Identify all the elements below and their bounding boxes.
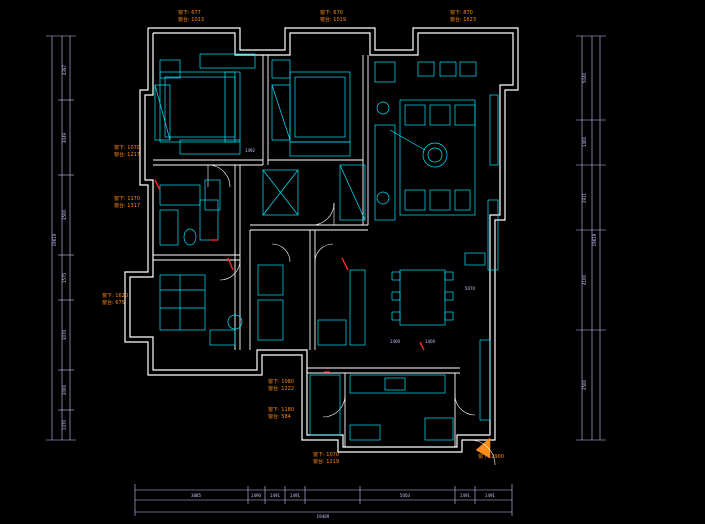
exterior-walls [124, 27, 519, 453]
dim-bottom-1: 3885 [191, 493, 202, 498]
window-annotations: 窗下: 677 窗台: 1013 窗下: 670 窗台: 1019 窗下: 87… [102, 9, 504, 465]
dim-left-6: 2000 [62, 384, 67, 395]
dim-bottom-4: 1491 [290, 493, 301, 498]
annotation-10-line1: 窗下: 2900 [478, 453, 504, 460]
annotation-1-line1: 窗下: 677 [178, 9, 201, 16]
annotation-5-line1: 窗下: 1170 [114, 195, 140, 202]
annotation-8-line2: 窗台: 584 [268, 413, 291, 420]
dim-bottom-5: 5003 [400, 493, 411, 498]
dim-left-1: 4397 [62, 64, 67, 75]
dim-left-3: 3500 [62, 209, 67, 220]
annotation-2-line1: 窗下: 670 [320, 9, 343, 16]
dim-inner-1: 1492 [245, 148, 256, 153]
dimension-lines [46, 35, 606, 516]
furniture [154, 53, 499, 441]
dim-right-3: 2911 [582, 192, 587, 203]
annotation-4-line2: 窗台: 1217 [114, 151, 140, 158]
entrance-marker [469, 437, 496, 466]
annotation-3-line1: 窗下: 870 [450, 9, 473, 16]
annotation-5-line2: 窗台: 1317 [114, 202, 140, 209]
dim-inner-4: 5070 [465, 286, 476, 291]
annotation-7-line2: 窗台: 1222 [268, 385, 294, 392]
dim-inner-3: 1400 [425, 339, 436, 344]
interior-walls [153, 55, 460, 447]
dim-right-5: 3500 [582, 379, 587, 390]
door-swings [207, 164, 476, 418]
dim-bottom-7: 1491 [485, 493, 496, 498]
dim-bottom-6: 1491 [460, 493, 471, 498]
annotation-9-line1: 窗下: 1070 [313, 451, 339, 458]
dim-right-total: 19619 [592, 233, 597, 246]
annotation-2-line2: 窗台: 1019 [320, 16, 346, 23]
dim-left-5: 3070 [62, 329, 67, 340]
annotation-9-line2: 窗台: 1219 [313, 458, 339, 465]
dim-right-2: 1400 [582, 136, 587, 147]
dim-bottom-3: 1491 [270, 493, 281, 498]
dimension-text: 3885 1490 1491 1491 5003 1491 1491 19489… [52, 64, 597, 519]
annotation-6-line1: 窗下: 1620 [102, 292, 128, 299]
annotation-1-line2: 窗台: 1013 [178, 16, 204, 23]
dim-right-4: 4100 [582, 274, 587, 285]
annotation-8-line1: 窗下: 1180 [268, 406, 294, 413]
red-accents [154, 179, 425, 373]
dim-left-7: 1470 [62, 419, 67, 430]
dim-bottom-total: 19489 [317, 514, 330, 519]
annotation-6-line2: 窗台: 675 [102, 299, 125, 306]
annotation-7-line1: 窗下: 1080 [268, 378, 294, 385]
annotation-4-line1: 窗下: 1070 [114, 144, 140, 151]
annotation-3-line2: 窗台: 1623 [450, 16, 476, 23]
dim-left-4: 1575 [62, 272, 67, 283]
dim-right-1: 5040 [582, 72, 587, 83]
dim-left-total: 19619 [52, 233, 57, 246]
dim-inner-2: 1400 [390, 339, 401, 344]
dim-bottom-2: 1490 [251, 493, 262, 498]
dim-left-2: 3049 [62, 132, 67, 143]
